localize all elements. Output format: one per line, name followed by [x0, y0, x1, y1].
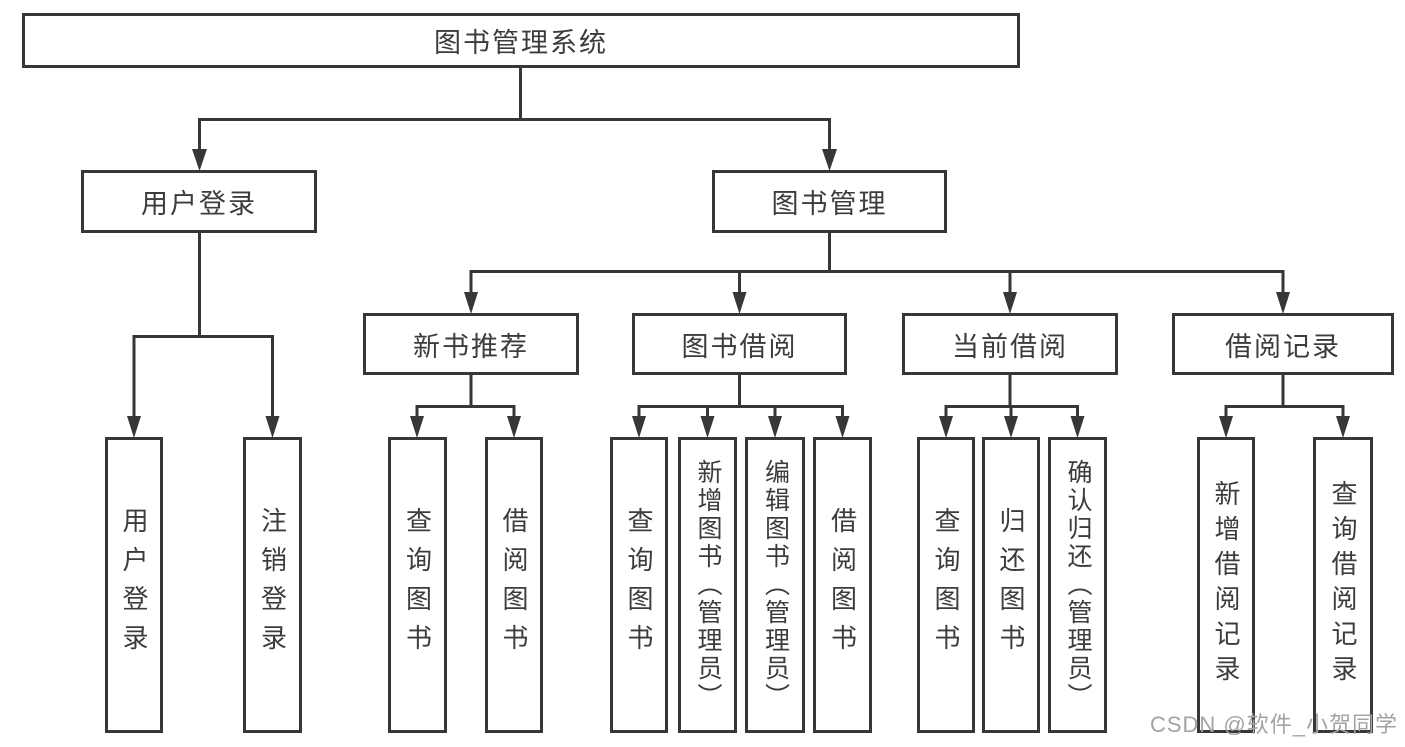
node-query-borrow-record: 查询借阅记录 [1313, 437, 1373, 733]
node-user-login: 用户登录 [81, 170, 317, 233]
connector-book-borrow-children [637, 375, 844, 419]
connector-borrow-records-children [1224, 375, 1345, 419]
arrowhead [1003, 292, 1017, 314]
node-root: 图书管理系统 [22, 13, 1020, 68]
node-book-management: 图书管理 [712, 170, 947, 233]
arrowhead [768, 416, 782, 438]
arrowhead [632, 416, 646, 438]
node-logout-leaf: 注销登录 [243, 437, 302, 733]
arrowhead [265, 416, 280, 438]
arrowhead [732, 292, 747, 314]
arrowhead [1276, 292, 1290, 314]
node-borrow-records: 借阅记录 [1172, 313, 1394, 375]
arrowhead [410, 416, 424, 438]
node-book-borrow: 图书借阅 [632, 313, 847, 375]
connector-root-to-level2 [198, 68, 831, 152]
node-add-books-admin: 新增图书（管理员） [678, 437, 737, 733]
arrowhead [507, 416, 521, 438]
arrowhead [939, 416, 953, 438]
node-user-login-leaf: 用户登录 [105, 437, 163, 733]
arrowhead [822, 149, 837, 171]
node-borrow-books-2: 借阅图书 [813, 437, 872, 733]
arrowhead [1070, 416, 1085, 438]
node-new-book-recommend: 新书推荐 [363, 313, 579, 375]
arrowhead [1004, 416, 1018, 438]
arrowhead [835, 416, 850, 438]
node-query-books-2: 查询图书 [610, 437, 668, 733]
node-edit-books-admin: 编辑图书（管理员） [745, 437, 805, 733]
connector-new-book-rec-children [415, 375, 516, 419]
node-add-borrow-record: 新增借阅记录 [1197, 437, 1255, 733]
node-confirm-return-admin: 确认归还（管理员） [1048, 437, 1107, 733]
node-query-books-3: 查询图书 [917, 437, 975, 733]
node-borrow-books-1: 借阅图书 [485, 437, 543, 733]
connector-current-borrow-children [944, 375, 1079, 419]
node-current-borrow: 当前借阅 [902, 313, 1118, 375]
connector-user-login-children [132, 233, 274, 419]
csdn-watermark: CSDN @软件_小贺同学 [1149, 712, 1398, 737]
arrowhead [192, 149, 207, 171]
arrowhead [700, 416, 715, 438]
node-return-books: 归还图书 [982, 437, 1040, 733]
arrowhead [464, 292, 478, 314]
arrowhead [127, 416, 141, 438]
arrowhead [1219, 416, 1233, 438]
arrowhead [1336, 416, 1350, 438]
node-query-books-1: 查询图书 [388, 437, 447, 733]
connector-book-mgmt-children [469, 233, 1285, 295]
